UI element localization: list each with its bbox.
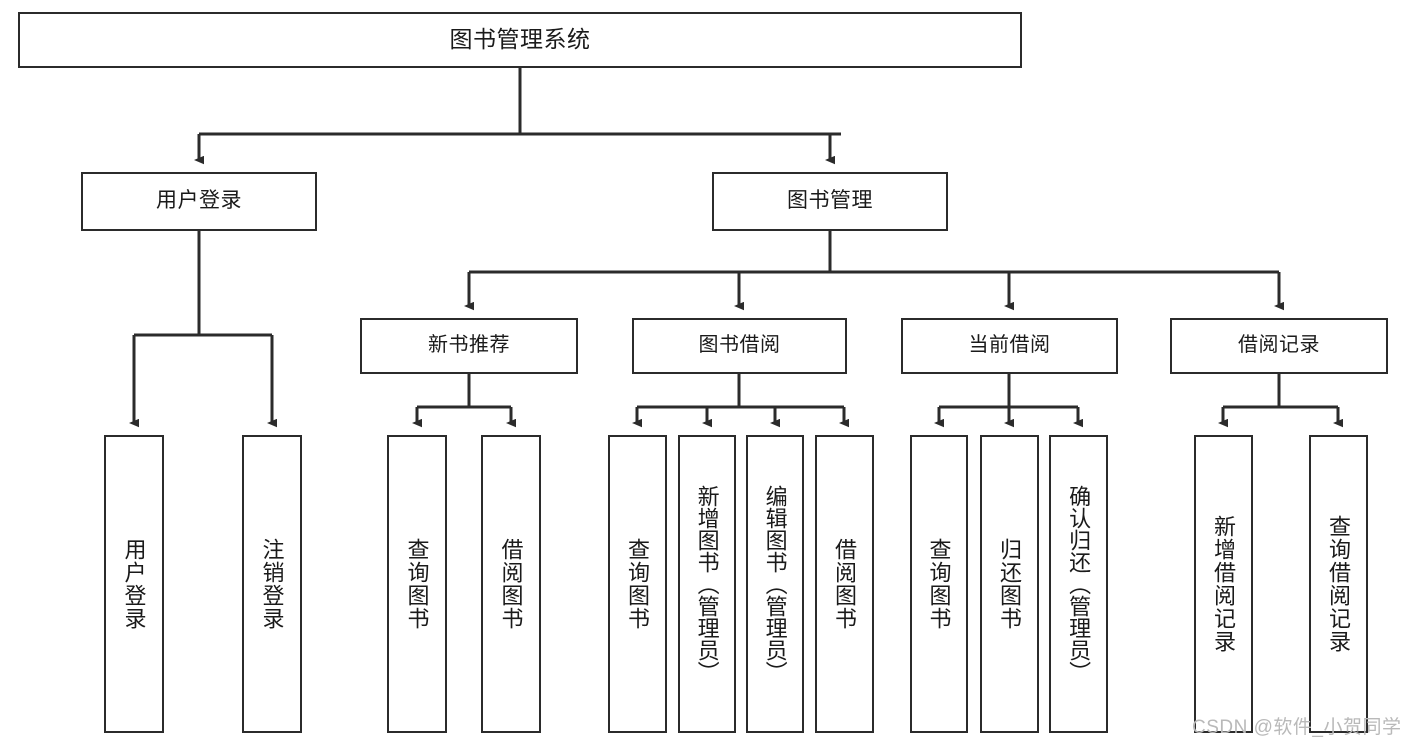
leaf-borrow-book[interactable]: 借阅图书 — [815, 435, 874, 733]
leaf-label: 用户登录 — [121, 538, 147, 630]
leaf-label: 新增借阅记录 — [1211, 515, 1237, 653]
node-current-borrow-label: 当前借阅 — [968, 334, 1051, 357]
node-borrow-record[interactable]: 借阅记录 — [1170, 318, 1388, 374]
leaf-add-borrow-record[interactable]: 新增借阅记录 — [1194, 435, 1253, 733]
leaf-user-login[interactable]: 用户登录 — [104, 435, 164, 733]
node-root-label: 图书管理系统 — [449, 26, 591, 53]
leaf-query-book-recommend[interactable]: 查询图书 — [387, 435, 447, 733]
node-user-login[interactable]: 用户登录 — [81, 172, 317, 231]
leaf-label: 借阅图书 — [832, 538, 858, 630]
leaf-label: 借阅图书 — [498, 538, 524, 630]
leaf-label: 查询图书 — [926, 538, 952, 630]
leaf-query-book-current[interactable]: 查询图书 — [910, 435, 968, 733]
node-new-book-recommend-label: 新书推荐 — [428, 334, 510, 357]
leaf-label: 查询图书 — [404, 538, 430, 630]
leaf-query-borrow-record[interactable]: 查询借阅记录 — [1309, 435, 1368, 733]
leaf-label: 查询借阅记录 — [1326, 515, 1352, 653]
leaf-edit-book-admin[interactable]: 编辑图书（管理员） — [746, 435, 804, 733]
leaf-query-book-borrow[interactable]: 查询图书 — [608, 435, 667, 733]
node-user-login-label: 用户登录 — [156, 189, 242, 213]
node-book-borrow[interactable]: 图书借阅 — [632, 318, 847, 374]
node-root[interactable]: 图书管理系统 — [18, 12, 1022, 68]
node-book-borrow-label: 图书借阅 — [698, 334, 781, 357]
leaf-confirm-return-admin[interactable]: 确认归还（管理员） — [1049, 435, 1108, 733]
leaf-logout[interactable]: 注销登录 — [242, 435, 302, 733]
leaf-label: 查询图书 — [625, 538, 651, 630]
csdn-watermark: CSDN @软件_小贺同学 — [1192, 717, 1402, 738]
node-new-book-recommend[interactable]: 新书推荐 — [360, 318, 578, 374]
leaf-borrow-book-recommend[interactable]: 借阅图书 — [481, 435, 541, 733]
node-book-management[interactable]: 图书管理 — [712, 172, 948, 231]
node-book-management-label: 图书管理 — [787, 189, 873, 213]
leaf-add-book-admin[interactable]: 新增图书（管理员） — [678, 435, 736, 733]
leaf-label: 编辑图书（管理员） — [762, 485, 788, 683]
leaf-label: 注销登录 — [259, 538, 285, 630]
node-borrow-record-label: 借阅记录 — [1238, 334, 1320, 357]
leaf-label: 新增图书（管理员） — [694, 485, 720, 683]
node-current-borrow[interactable]: 当前借阅 — [901, 318, 1118, 374]
leaf-return-book[interactable]: 归还图书 — [980, 435, 1039, 733]
leaf-label: 归还图书 — [997, 538, 1023, 630]
leaf-label: 确认归还（管理员） — [1066, 485, 1092, 683]
